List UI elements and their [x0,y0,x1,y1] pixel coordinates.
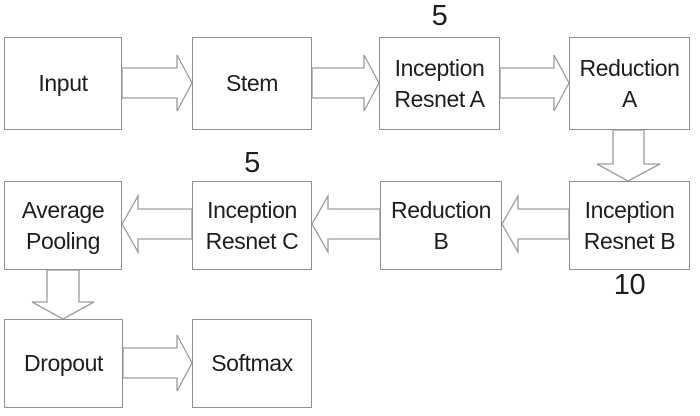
node-label: Average [21,196,105,223]
node-label: Reduction [391,196,491,223]
node-label: Inception [394,54,485,81]
node-label: Softmax [211,350,293,376]
repeat-count-inception-resnet-a: 5 [431,0,448,32]
node-inception-resnet-b: Inception Resnet B [569,181,690,270]
arrow-stem-to-inception-a [311,54,380,112]
node-label: Input [38,70,88,96]
arrow-inception-a-to-reduction-a [499,54,570,112]
node-average-pooling: Average Pooling [4,181,122,270]
arrow-reduction-b-to-inception-c [311,193,381,255]
arrow-reduction-a-to-inception-b [596,129,661,182]
node-inception-resnet-a: Inception Resnet A [379,37,500,130]
node-dropout: Dropout [4,319,123,408]
node-label: Resnet A [394,85,485,112]
arrow-inception-c-to-average-pooling [121,193,193,255]
arrow-dropout-to-softmax [122,334,193,392]
node-label: Resnet C [205,227,299,254]
arrow-inception-b-to-reduction-b [501,193,570,255]
node-reduction-b: Reduction B [380,181,502,270]
node-label: Resnet B [583,227,676,254]
node-label: Inception [584,196,675,223]
node-label: Inception [207,196,297,223]
arrow-input-to-stem [121,54,193,112]
arrow-average-pooling-to-dropout [31,269,95,320]
node-stem: Stem [192,37,312,130]
node-label: Pooling [26,227,100,254]
node-label: Stem [225,70,279,96]
node-input: Input [4,37,122,130]
node-label: Reduction [579,54,680,81]
node-label: A [622,85,637,112]
node-reduction-a: Reduction A [569,37,690,130]
node-label: B [433,227,449,254]
node-label: Dropout [23,350,104,376]
node-softmax: Softmax [192,319,312,408]
repeat-count-inception-resnet-b: 10 [613,269,646,301]
node-inception-resnet-c: Inception Resnet C [192,181,312,270]
repeat-count-inception-resnet-c: 5 [244,147,260,179]
